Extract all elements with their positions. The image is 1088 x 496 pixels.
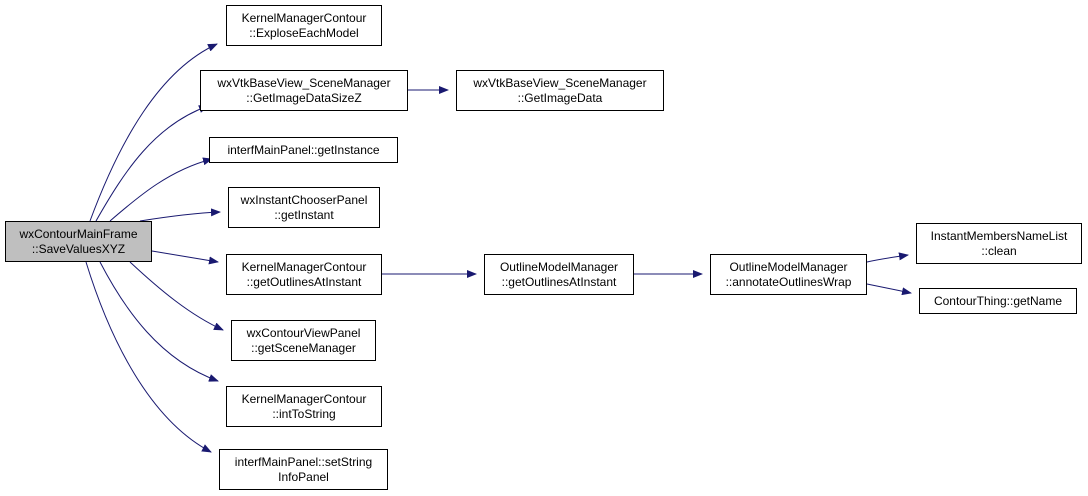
node-root-save-values-xyz: wxContourMainFrame ::SaveValuesXYZ: [5, 221, 152, 262]
node-label-line1: ContourThing::getName: [933, 293, 1063, 308]
edge-to-contour-thing-get-name: [866, 283, 912, 296]
edge-to-explose-each-model: [89, 43, 218, 222]
node-label-line2: ::getSceneManager: [251, 340, 356, 355]
node-label-line1: interfMainPanel::getInstance: [227, 142, 380, 157]
node-instant-members-clean[interactable]: InstantMembersNameList ::clean: [916, 223, 1082, 264]
node-label-line2: ::getOutlinesAtInstant: [501, 274, 617, 289]
node-label-line2: ::annotateOutlinesWrap: [725, 274, 852, 289]
node-label-line2: ::clean: [981, 243, 1017, 258]
node-contour-thing-get-name[interactable]: ContourThing::getName: [919, 288, 1077, 314]
edge-to-kmc-get-outlines: [151, 250, 219, 265]
node-label-line2: ::intToString: [272, 406, 336, 421]
node-label-line1: wxContourViewPanel: [246, 325, 361, 340]
node-label-line1: wxInstantChooserPanel: [240, 192, 368, 207]
node-label-line1: OutlineModelManager: [499, 259, 619, 274]
node-label-line1: wxContourMainFrame: [19, 226, 138, 241]
node-label-line1: OutlineModelManager: [729, 259, 848, 274]
node-get-instance[interactable]: interfMainPanel::getInstance: [209, 137, 398, 163]
node-label-line2: ::getInstant: [274, 207, 334, 222]
node-label-line1: KernelManagerContour: [241, 391, 367, 406]
node-label-line1: interfMainPanel::setString: [234, 454, 373, 469]
node-label-line1: wxVtkBaseView_SceneManager: [217, 75, 391, 90]
node-get-scene-manager[interactable]: wxContourViewPanel ::getSceneManager: [231, 320, 376, 361]
node-get-instant[interactable]: wxInstantChooserPanel ::getInstant: [228, 187, 380, 228]
node-get-image-data-size-z[interactable]: wxVtkBaseView_SceneManager ::GetImageDat…: [200, 70, 408, 111]
node-get-image-data[interactable]: wxVtkBaseView_SceneManager ::GetImageDat…: [456, 70, 664, 111]
node-label-line2: ::ExploseEachModel: [249, 25, 359, 40]
edge-to-set-string-info-panel: [85, 261, 212, 453]
node-label-line2: ::getOutlinesAtInstant: [246, 274, 362, 289]
node-label-line1: KernelManagerContour: [241, 10, 367, 25]
edge-to-get-image-data-size-z: [95, 105, 209, 222]
node-label-line2: ::GetImageDataSizeZ: [246, 90, 362, 105]
node-annotate-outlines-wrap[interactable]: OutlineModelManager ::annotateOutlinesWr…: [710, 254, 867, 295]
node-omm-get-outlines-at-instant[interactable]: OutlineModelManager ::getOutlinesAtInsta…: [484, 254, 634, 295]
node-label-line2: ::GetImageData: [517, 90, 603, 105]
node-kmc-get-outlines-at-instant[interactable]: KernelManagerContour ::getOutlinesAtInst…: [226, 254, 382, 295]
edge-to-get-scene-manager: [129, 261, 224, 331]
edge-to-get-instant: [139, 208, 221, 222]
node-label-line1: InstantMembersNameList: [930, 228, 1068, 243]
edge-to-int-to-string: [99, 261, 219, 382]
node-label-line1: wxVtkBaseView_SceneManager: [473, 75, 647, 90]
node-label-line1: KernelManagerContour: [241, 259, 367, 274]
edge-to-instant-members-clean: [866, 252, 909, 263]
node-explose-each-model[interactable]: KernelManagerContour ::ExploseEachModel: [226, 5, 382, 46]
node-label-line2: ::SaveValuesXYZ: [31, 241, 126, 256]
node-set-string-info-panel[interactable]: interfMainPanel::setString InfoPanel: [219, 449, 388, 490]
node-int-to-string[interactable]: KernelManagerContour ::intToString: [226, 386, 382, 427]
node-label-line2: InfoPanel: [278, 469, 329, 484]
edge-to-get-instance: [109, 157, 213, 222]
